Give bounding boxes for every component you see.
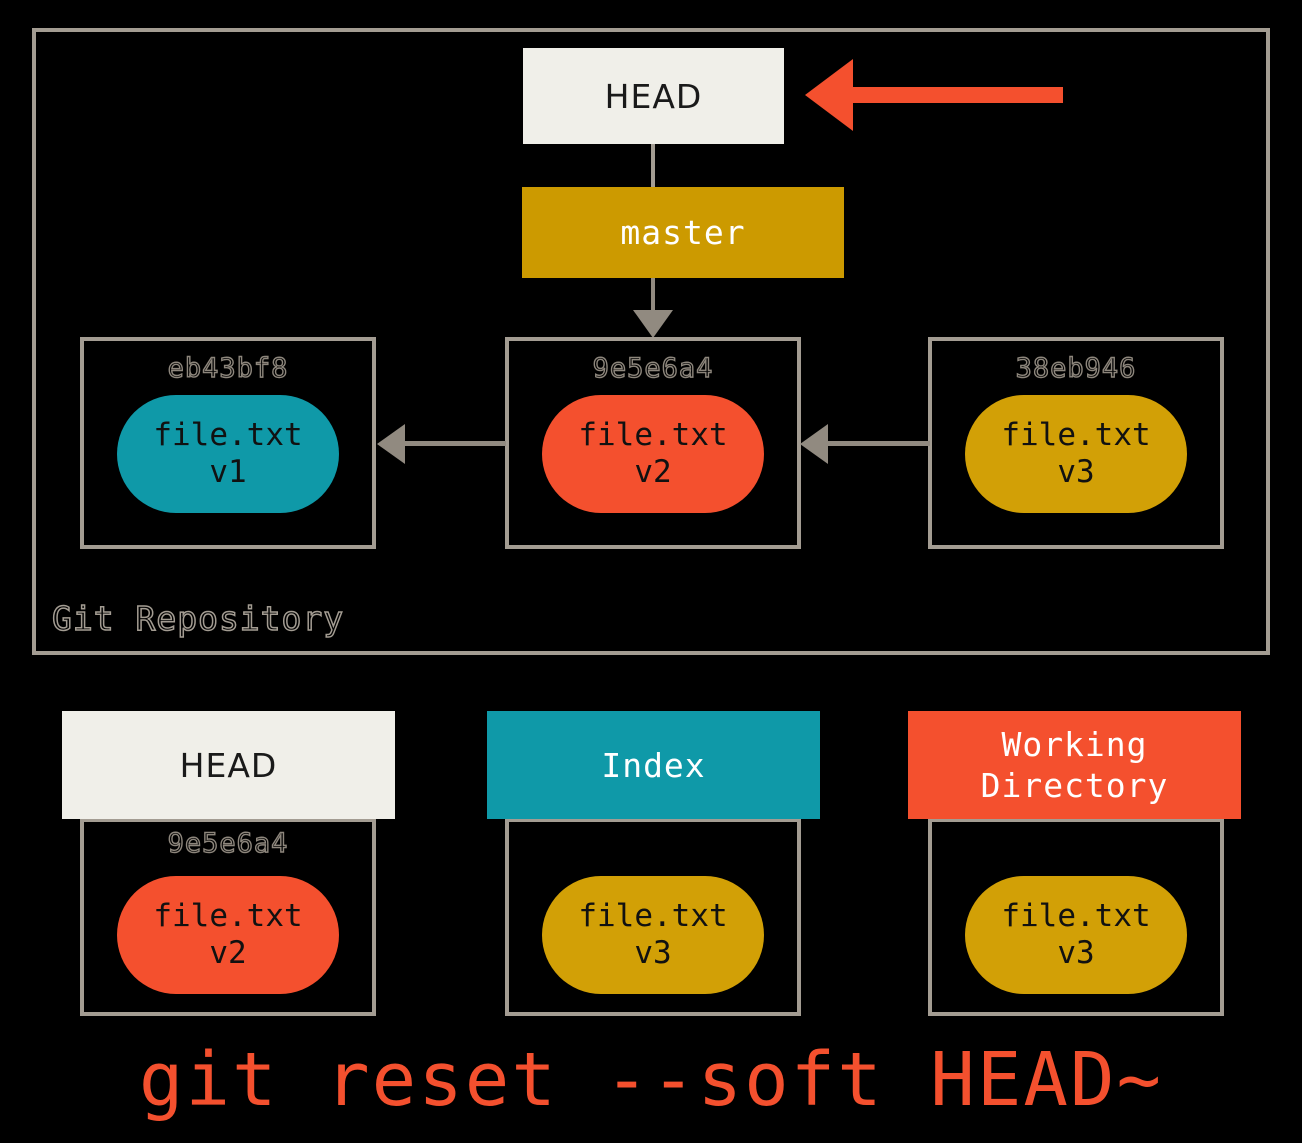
master-branch-label: master xyxy=(620,213,746,252)
blob-version: v2 xyxy=(209,935,247,971)
working-directory-tree-label: Working Directory xyxy=(980,725,1169,805)
connector-head-to-master xyxy=(651,144,655,188)
blob-filename: file.txt xyxy=(578,417,728,453)
commit-blob: file.txt v3 xyxy=(965,395,1187,513)
highlight-arrow-left-icon xyxy=(805,59,853,131)
index-tree-header: Index xyxy=(487,711,820,819)
head-tree-label: HEAD xyxy=(179,745,278,785)
command-caption: git reset --soft HEAD~ xyxy=(138,1037,1164,1123)
head-pointer-box: HEAD xyxy=(523,48,784,144)
commit-hash: 38eb946 xyxy=(1015,352,1137,384)
blob-filename: file.txt xyxy=(153,417,303,453)
arrowhead-left-icon xyxy=(377,424,405,464)
blob-version: v1 xyxy=(209,454,247,490)
commit-box: 9e5e6a4 file.txt v2 xyxy=(505,337,801,549)
working-directory-tree-body xyxy=(928,818,1224,1016)
blob-version: v3 xyxy=(634,935,672,971)
working-directory-tree-blob: file.txt v3 xyxy=(965,876,1187,994)
head-tree-hash: 9e5e6a4 xyxy=(167,827,289,859)
master-branch-box: master xyxy=(522,187,844,278)
head-tree-blob: file.txt v2 xyxy=(117,876,339,994)
blob-version: v3 xyxy=(1057,935,1095,971)
commit-parent-edge xyxy=(398,441,506,446)
git-repository-label: Git Repository xyxy=(51,599,345,639)
commit-blob: file.txt v1 xyxy=(117,395,339,513)
highlight-arrow-tail xyxy=(848,87,1063,103)
commit-box: 38eb946 file.txt v3 xyxy=(928,337,1224,549)
arrowhead-down-icon xyxy=(633,310,673,338)
git-repository-frame xyxy=(32,28,1270,655)
arrowhead-left-icon xyxy=(800,424,828,464)
connector-master-to-commit xyxy=(651,278,655,314)
blob-filename: file.txt xyxy=(153,898,303,934)
index-tree-body xyxy=(505,818,801,1016)
commit-blob: file.txt v2 xyxy=(542,395,764,513)
head-tree-header: HEAD xyxy=(62,711,395,819)
head-pointer-label: HEAD xyxy=(604,76,703,116)
blob-filename: file.txt xyxy=(578,898,728,934)
blob-filename: file.txt xyxy=(1001,417,1151,453)
working-directory-tree-header: Working Directory xyxy=(908,711,1241,819)
index-tree-blob: file.txt v3 xyxy=(542,876,764,994)
commit-parent-edge xyxy=(822,441,930,446)
blob-version: v2 xyxy=(634,454,672,490)
commit-hash: eb43bf8 xyxy=(167,352,289,384)
commit-hash: 9e5e6a4 xyxy=(592,352,714,384)
head-tree-body xyxy=(80,818,376,1016)
blob-version: v3 xyxy=(1057,454,1095,490)
index-tree-label: Index xyxy=(601,745,706,785)
blob-filename: file.txt xyxy=(1001,898,1151,934)
commit-box: eb43bf8 file.txt v1 xyxy=(80,337,376,549)
